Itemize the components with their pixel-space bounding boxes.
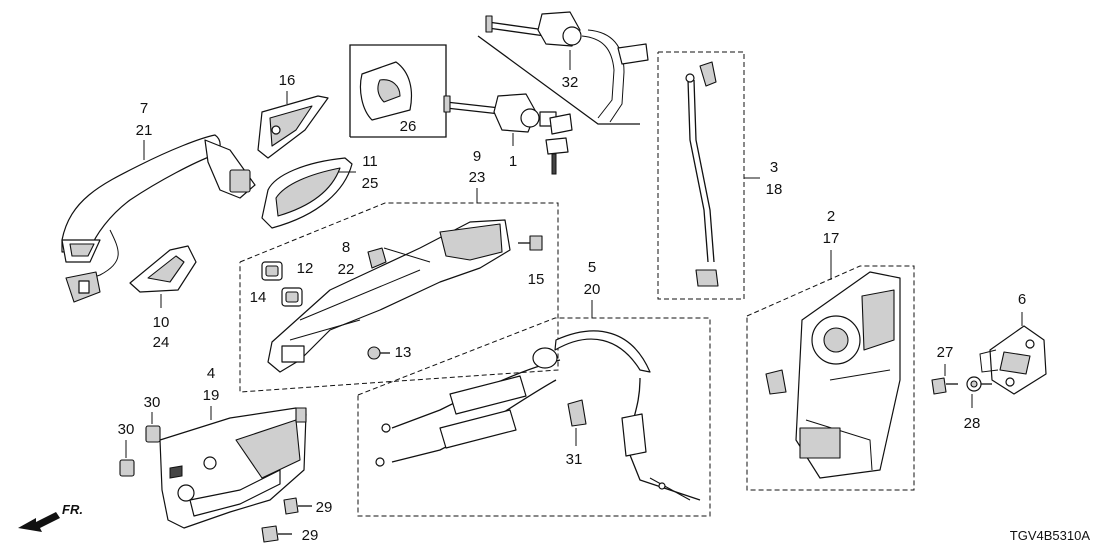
- clip-latch-part: [765, 369, 787, 395]
- label-21: 21: [136, 122, 153, 139]
- label-3: 3: [770, 159, 778, 176]
- key-cylinder-upper-part: [485, 11, 649, 123]
- inner-handle-part: [129, 245, 197, 293]
- label-13: 13: [395, 344, 412, 361]
- label-26: 26: [400, 118, 417, 135]
- label-22: 22: [338, 261, 355, 278]
- label-11: 11: [362, 153, 378, 170]
- screw-28-part: [966, 376, 992, 392]
- door-latch-part: [795, 271, 901, 479]
- screw-29-lower-part: [261, 525, 292, 543]
- label-30-upper: 30: [144, 394, 161, 411]
- label-14: 14: [250, 289, 267, 306]
- diagram-code: TGV4B5310A: [1010, 528, 1091, 543]
- label-8: 8: [342, 239, 350, 256]
- key-cylinder-part: [443, 93, 573, 175]
- handle-case-part: [257, 95, 329, 159]
- grommet-12-part: [261, 261, 283, 281]
- label-28: 28: [964, 415, 981, 432]
- label-17: 17: [823, 230, 840, 247]
- label-25: 25: [362, 175, 379, 192]
- label-23: 23: [469, 169, 486, 186]
- label-27: 27: [937, 344, 954, 361]
- group-box-3-18: [657, 51, 745, 300]
- label-1: 1: [509, 153, 517, 170]
- label-24: 24: [153, 334, 170, 351]
- striker-part: [979, 325, 1047, 395]
- label-10: 10: [153, 314, 170, 331]
- group-box-2-17: [746, 265, 915, 491]
- clip-31-part: [567, 399, 587, 427]
- label-20: 20: [584, 281, 601, 298]
- group-box-32-1: [477, 35, 640, 125]
- outer-handle-part: [61, 134, 256, 303]
- cable-assembly-part: [375, 330, 701, 501]
- label-18: 18: [766, 181, 783, 198]
- front-arrow: FR.: [18, 502, 83, 532]
- label-19: 19: [203, 387, 220, 404]
- screw-13-part: [367, 346, 390, 360]
- label-16: 16: [279, 72, 296, 89]
- inner-handle-case-part: [159, 407, 307, 529]
- front-marker-label: FR.: [62, 502, 83, 517]
- clip-8-part: [367, 247, 387, 269]
- label-31: 31: [566, 451, 583, 468]
- label-29-lower: 29: [302, 527, 319, 544]
- label-9: 9: [473, 148, 481, 165]
- label-4: 4: [207, 365, 215, 382]
- label-29-upper: 29: [316, 499, 333, 516]
- clip-30-upper-part: [145, 425, 161, 443]
- label-32: 32: [562, 74, 579, 91]
- clip-30-lower-part: [119, 459, 135, 477]
- screw-27-part: [931, 377, 958, 395]
- group-box-5-20: [357, 317, 711, 517]
- screw-29-upper-part: [283, 497, 312, 515]
- label-2: 2: [827, 208, 835, 225]
- handle-pad-part: [261, 157, 353, 229]
- label-12: 12: [297, 260, 314, 277]
- group-box-26: [349, 44, 447, 138]
- group-box-9-23: [239, 202, 559, 393]
- label-7: 7: [140, 100, 148, 117]
- label-30-lower: 30: [118, 421, 135, 438]
- label-5: 5: [588, 259, 596, 276]
- handle-base-part: [267, 219, 511, 373]
- label-15: 15: [528, 271, 545, 288]
- cover-part: [359, 61, 413, 121]
- rod-part: [685, 61, 719, 287]
- grommet-14-part: [281, 287, 303, 307]
- bolt-15-part: [518, 235, 543, 251]
- label-6: 6: [1018, 291, 1026, 308]
